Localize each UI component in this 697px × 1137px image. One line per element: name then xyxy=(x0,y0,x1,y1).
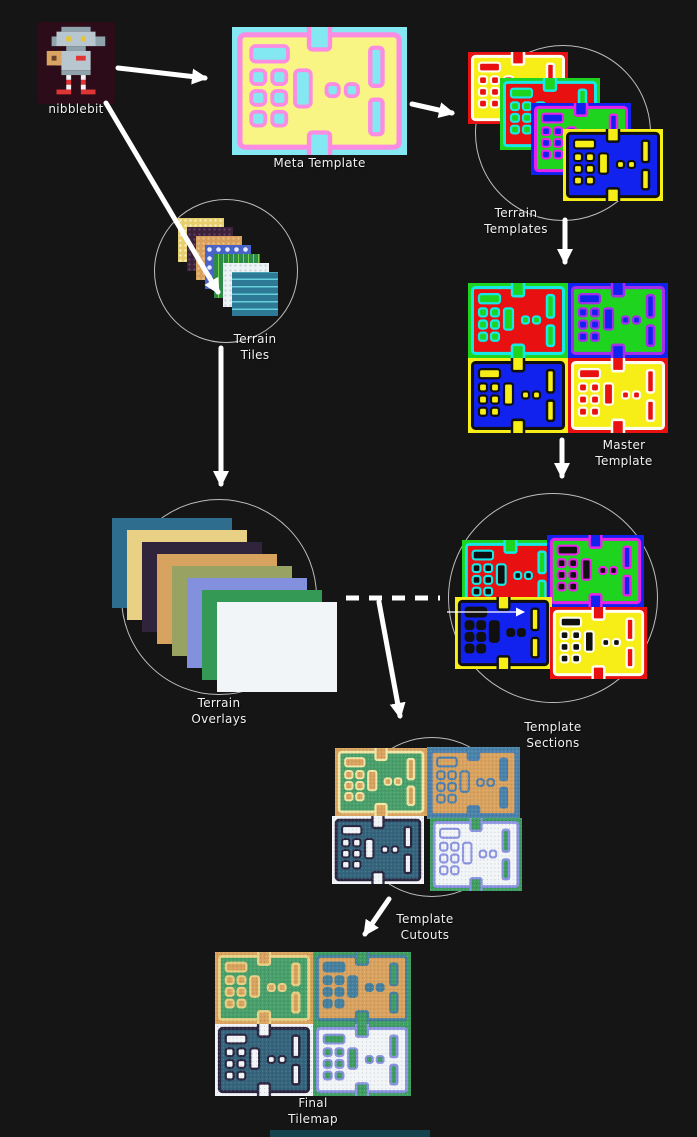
final-tilemap-label-line2: Tilemap xyxy=(288,1112,338,1126)
template-section-3 xyxy=(455,597,552,669)
template-sections-label-line1: Template xyxy=(524,720,582,734)
terrain-tiles-label-line2: Tiles xyxy=(240,348,270,362)
arrow-nibblebit-to-meta-template xyxy=(115,65,208,85)
bottom-cutoff-bar xyxy=(270,1130,430,1137)
master-template-quadrant-3 xyxy=(468,358,568,433)
meta-template-image xyxy=(232,27,407,155)
arrow-meta-template-to-terrain-templates xyxy=(409,101,455,118)
final-tilemap-quadrant-3 xyxy=(215,1024,313,1096)
template-cutouts-label: Template Cutouts xyxy=(365,911,485,943)
template-cutout-2 xyxy=(427,747,520,819)
master-template-label-line2: Template xyxy=(595,454,653,468)
master-template-label: Master Template xyxy=(564,437,684,469)
terrain-overlays-label-line1: Terrain xyxy=(197,696,241,710)
terrain-tiles-label-line1: Terrain xyxy=(233,332,277,346)
template-section-2 xyxy=(547,535,644,607)
template-section-4 xyxy=(550,607,647,679)
nibblebit-avatar-icon xyxy=(37,22,115,104)
terrain-tiles-label: Terrain Tiles xyxy=(195,331,315,363)
final-tilemap-quadrant-1 xyxy=(215,952,313,1024)
final-tilemap-quadrant-2 xyxy=(313,952,411,1024)
master-template-quadrant-2 xyxy=(568,283,668,358)
template-sections-circle xyxy=(448,493,658,703)
master-template-quadrant-4 xyxy=(568,358,668,433)
master-template-label-line1: Master xyxy=(602,438,646,452)
meta-template-label: Meta Template xyxy=(273,156,366,170)
nibblebit-label: nibblebit xyxy=(48,102,104,116)
template-cutout-3 xyxy=(332,816,424,884)
final-tilemap-label: Final Tilemap xyxy=(253,1095,373,1127)
template-cutout-4 xyxy=(430,818,522,891)
template-sections-label-line2: Sections xyxy=(526,736,580,750)
terrain-overlay-image xyxy=(217,602,337,692)
terrain-templates-label-line1: Terrain xyxy=(494,206,538,220)
terrain-templates-label: Terrain Templates xyxy=(456,205,576,237)
final-tilemap-quadrant-4 xyxy=(313,1024,411,1096)
terrain-templates-label-line2: Templates xyxy=(484,222,548,236)
terrain-template-image xyxy=(562,128,663,201)
template-cutouts-label-line1: Template xyxy=(396,912,454,926)
terrain-overlays-label: Terrain Overlays xyxy=(159,695,279,727)
final-tilemap-label-line1: Final xyxy=(298,1096,328,1110)
terrain-tile-image xyxy=(232,272,278,316)
template-cutouts-label-line2: Cutouts xyxy=(400,928,450,942)
template-cutout-1 xyxy=(335,748,427,816)
arrow-to-template-cutouts xyxy=(376,599,406,719)
master-template-quadrant-1 xyxy=(468,283,568,358)
template-sections-label: Template Sections xyxy=(493,719,613,751)
terrain-overlays-label-line2: Overlays xyxy=(191,712,247,726)
